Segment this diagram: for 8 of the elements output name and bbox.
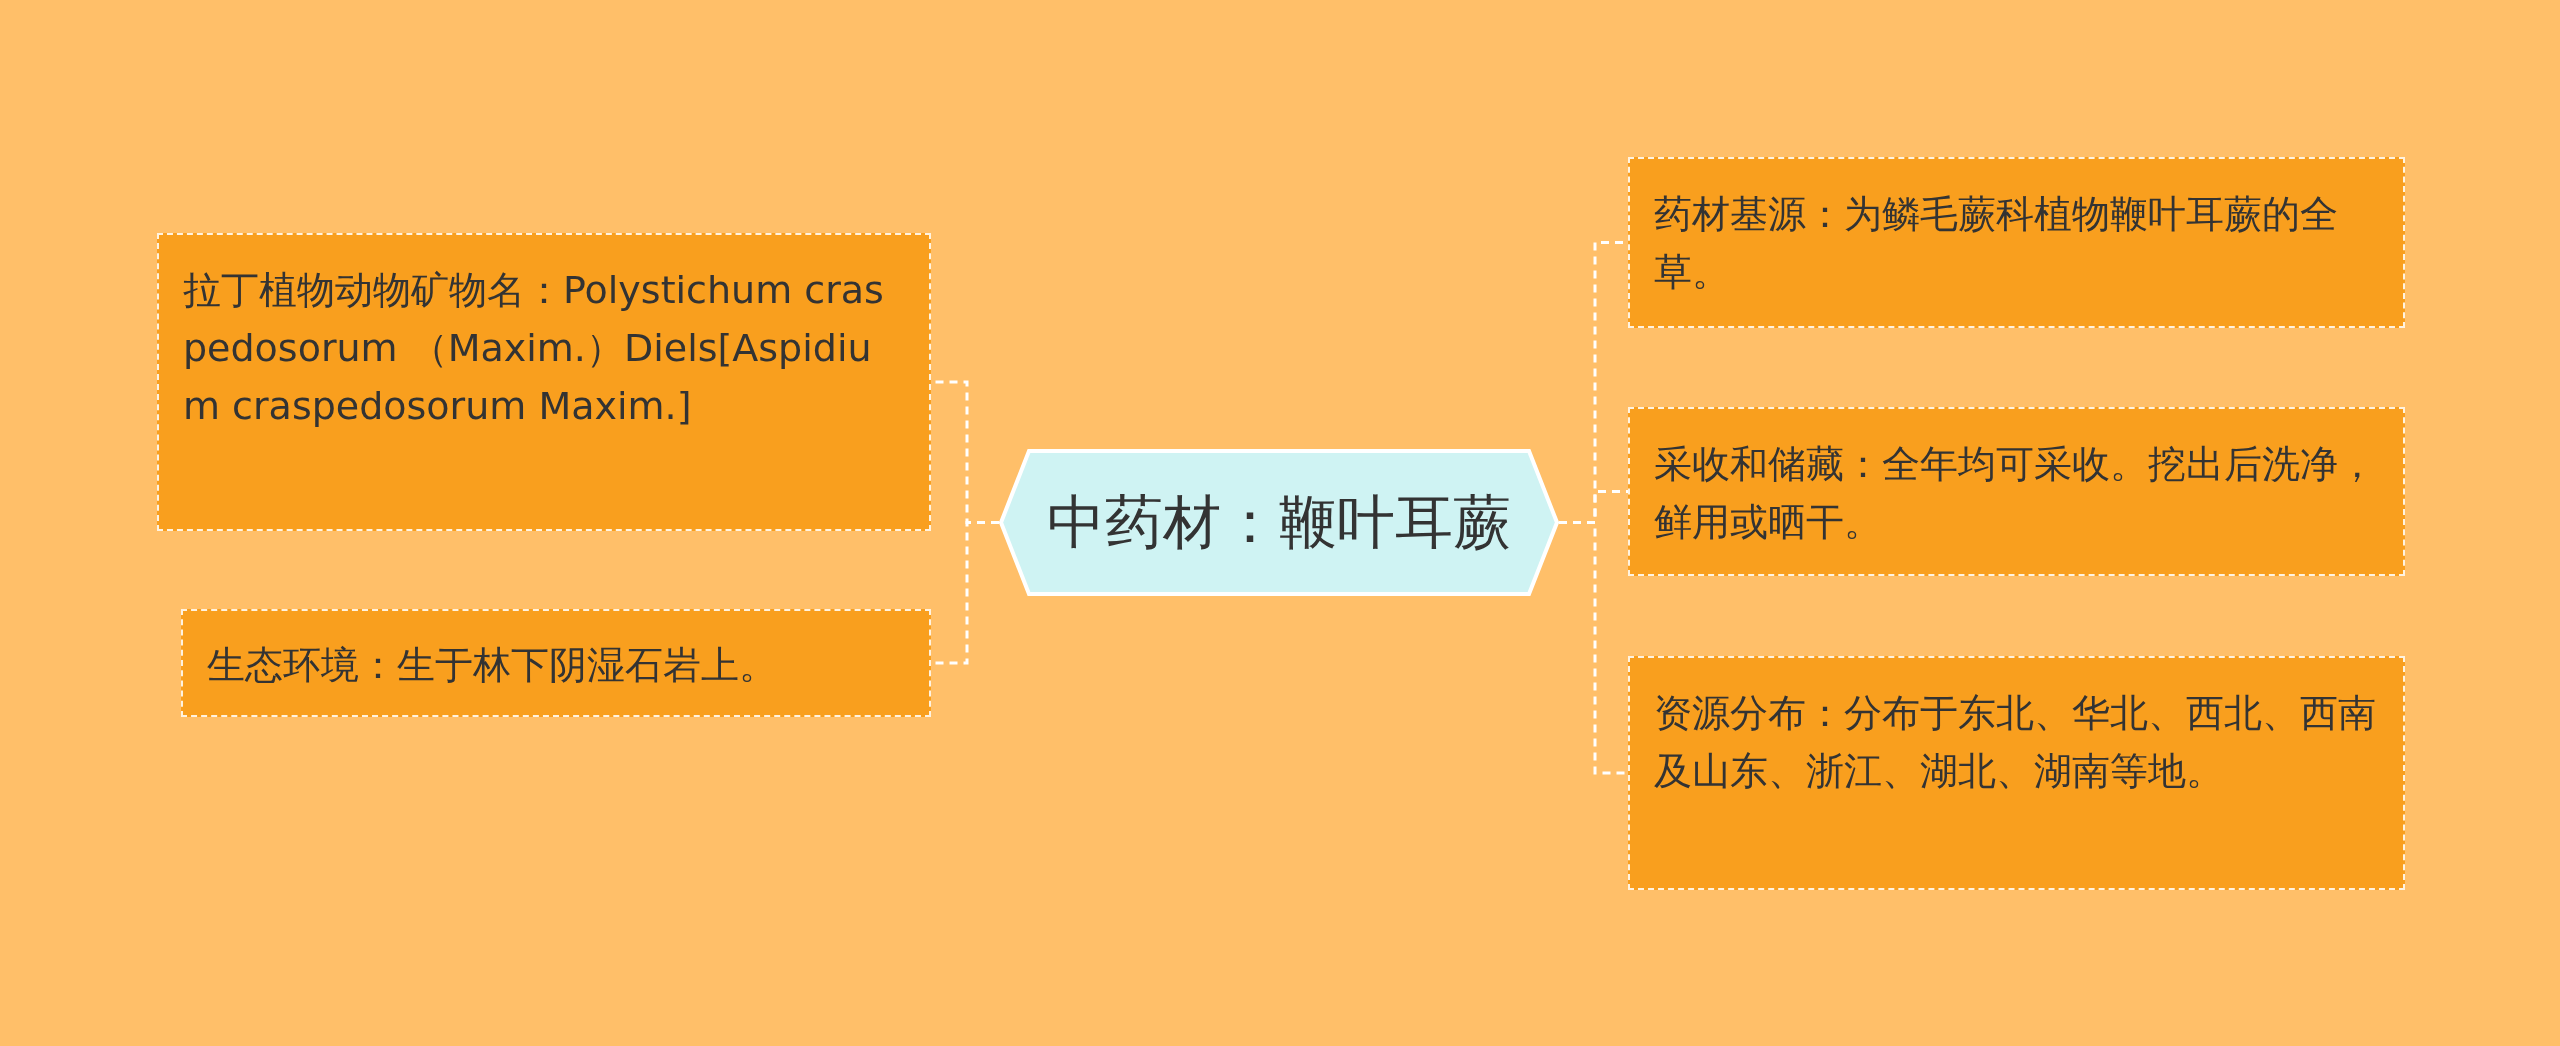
topic-box: 拉丁植物动物矿物名：Polystichum craspedosorum （Maxim.）Diels[Aspidium craspedosorum Maxim.]: [157, 233, 931, 531]
topic-box: 药材基源：为鳞毛蕨科植物鞭叶耳蕨的全草。: [1628, 157, 2405, 328]
topic-box: 生态环境：生于林下阴湿石岩上。: [181, 609, 931, 717]
topic-text: 中药材：鞭叶耳蕨: [1046, 486, 1512, 558]
topic-box: 资源分布：分布于东北、华北、西北、西南及山东、浙江、湖北、湖南等地。: [1628, 656, 2405, 890]
connector-line: [1559, 521, 1628, 775]
topic-hexagon: [999, 449, 1559, 596]
topic-box: 采收和储藏：全年均可采收。挖出后洗净，鲜用或晒干。: [1628, 407, 2405, 576]
